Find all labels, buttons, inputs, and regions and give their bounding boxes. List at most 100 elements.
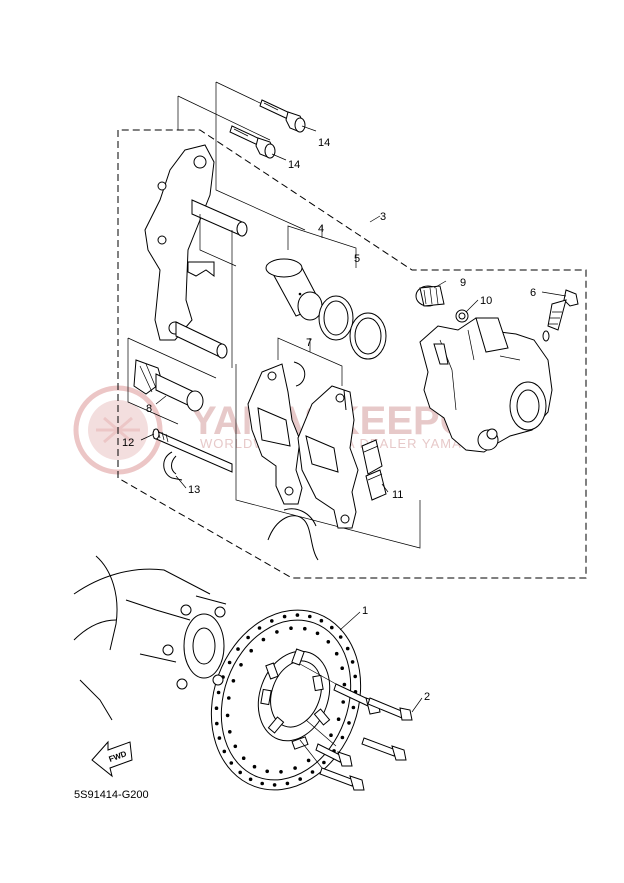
disc-hole xyxy=(345,646,350,651)
disc-hole xyxy=(306,758,311,763)
callout-9: 9 xyxy=(460,277,466,289)
disc-hole xyxy=(233,744,238,749)
callout-14-upper: 14 xyxy=(318,137,330,149)
disc-hole xyxy=(336,717,341,721)
pin-clip-13 xyxy=(163,451,183,481)
disc-hole xyxy=(216,690,221,695)
disc-hole xyxy=(241,756,246,760)
callout-8: 8 xyxy=(146,403,152,415)
cap-10 xyxy=(455,309,469,323)
disc-hole xyxy=(228,730,232,734)
callout-7: 7 xyxy=(306,337,312,349)
disc-hole xyxy=(351,705,356,710)
disc-hole xyxy=(231,679,236,683)
disc-bolt xyxy=(361,737,407,761)
disc-hole xyxy=(261,637,266,642)
disc-hole xyxy=(236,647,240,651)
diagram-code: 5S91414-G200 xyxy=(74,789,149,801)
brake-pad-rear xyxy=(297,385,359,529)
caliper-assembly-boundary xyxy=(117,129,587,579)
disc-hole xyxy=(298,777,303,781)
disc-hole xyxy=(270,619,274,623)
piston-and-seals xyxy=(265,225,387,360)
pad-support-11 xyxy=(361,439,387,501)
disc-hole xyxy=(310,770,315,774)
sleeve-bolt-8 xyxy=(127,337,217,425)
disc-hole xyxy=(340,666,345,670)
disc-hole xyxy=(282,614,287,619)
disc-hole xyxy=(239,663,243,667)
disc-hole xyxy=(285,781,290,786)
disc-hole xyxy=(279,770,283,774)
disc-hole xyxy=(341,700,346,704)
disc-hole xyxy=(315,631,320,636)
brake-pad-kit-7 xyxy=(235,337,421,561)
caliper-body xyxy=(419,317,553,453)
callout-3: 3 xyxy=(380,211,386,223)
callout-leaders xyxy=(140,125,567,713)
disc-bolts-2 xyxy=(299,663,413,791)
disc-hole xyxy=(275,630,279,634)
disc-hole xyxy=(319,618,324,623)
disc-hole xyxy=(249,648,253,653)
disc-hole xyxy=(329,733,333,737)
callout-12: 12 xyxy=(122,437,134,449)
disc-hole xyxy=(265,769,270,774)
disc-hole xyxy=(353,674,358,679)
disc-hole xyxy=(272,783,277,787)
disc-hole xyxy=(334,651,339,656)
disc-hole xyxy=(295,613,300,617)
disc-hole xyxy=(215,721,219,726)
callout-6: 6 xyxy=(530,287,536,299)
disc-hole xyxy=(322,760,326,765)
disc-hole xyxy=(340,735,345,740)
callout-13: 13 xyxy=(188,484,200,496)
disc-hole xyxy=(222,749,227,754)
disc-hole xyxy=(214,706,219,710)
callout-4: 4 xyxy=(318,223,324,235)
disc-hole xyxy=(238,770,242,775)
disc-hole xyxy=(308,614,312,619)
disc-hole xyxy=(350,660,355,664)
disc-hole xyxy=(326,640,331,644)
disc-bolt xyxy=(367,697,413,721)
disc-hole xyxy=(303,626,307,631)
bolt-14-lower xyxy=(229,125,276,159)
disc-hole xyxy=(257,626,262,630)
disc-carrier-slots xyxy=(260,648,331,750)
disc-hole xyxy=(330,625,334,630)
disc-hole xyxy=(225,713,230,718)
disc-hole xyxy=(227,696,231,700)
disc-hole xyxy=(342,682,347,687)
disc-hole xyxy=(289,626,293,630)
bleed-screw-6 xyxy=(542,289,579,342)
callout-11: 11 xyxy=(392,489,403,501)
disc-bolt xyxy=(319,767,365,791)
callout-14-lower: 14 xyxy=(288,159,300,171)
callout-10: 10 xyxy=(480,295,492,307)
piston-seal-5-inner xyxy=(318,295,354,341)
disc-hole xyxy=(248,777,253,782)
brake-pad-front xyxy=(247,361,306,505)
caliper-bracket xyxy=(144,144,248,368)
boot-9 xyxy=(415,285,445,307)
disc-bolt xyxy=(315,743,353,767)
disc-hole xyxy=(347,721,351,725)
rear-hub-and-swingarm xyxy=(73,555,227,721)
piston-4 xyxy=(265,258,323,321)
brake-disc-1 xyxy=(210,609,362,791)
callout-5: 5 xyxy=(354,253,360,265)
disc-hole xyxy=(229,761,234,765)
disc-hole xyxy=(260,781,265,786)
callout-1: 1 xyxy=(362,605,368,617)
piston-seal-5-outer xyxy=(349,312,387,360)
pad-spring xyxy=(267,508,319,561)
callout-labels: 1 2 3 4 5 6 7 8 9 10 11 12 13 14 14 xyxy=(122,137,536,703)
bracket-bolts xyxy=(177,81,306,231)
disc-hole xyxy=(252,764,257,769)
fwd-arrow-icon: FWD xyxy=(91,740,133,778)
disc-hole xyxy=(227,660,232,665)
bolt-14-upper xyxy=(259,99,306,133)
pad-pin-12 xyxy=(152,428,233,473)
